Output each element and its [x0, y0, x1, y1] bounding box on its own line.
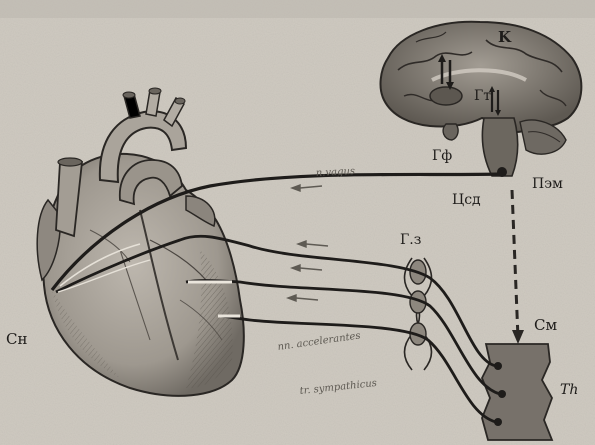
thoracic-label: Th [560, 382, 578, 398]
spinal-cord-label: См [534, 316, 557, 334]
hypothalamus-label: Гт [474, 88, 491, 104]
ganglion-label: Г.з [400, 232, 421, 248]
vasomotor-center-label: Цсд [452, 192, 481, 208]
sinoatrial-node-label: Сн [6, 330, 27, 348]
vagus-nucleus-label: Пэм [532, 176, 563, 192]
cortex-label: K [498, 28, 512, 46]
pituitary-label: Гф [432, 148, 452, 164]
vagus-nerve-label: n.vagus [316, 166, 356, 179]
